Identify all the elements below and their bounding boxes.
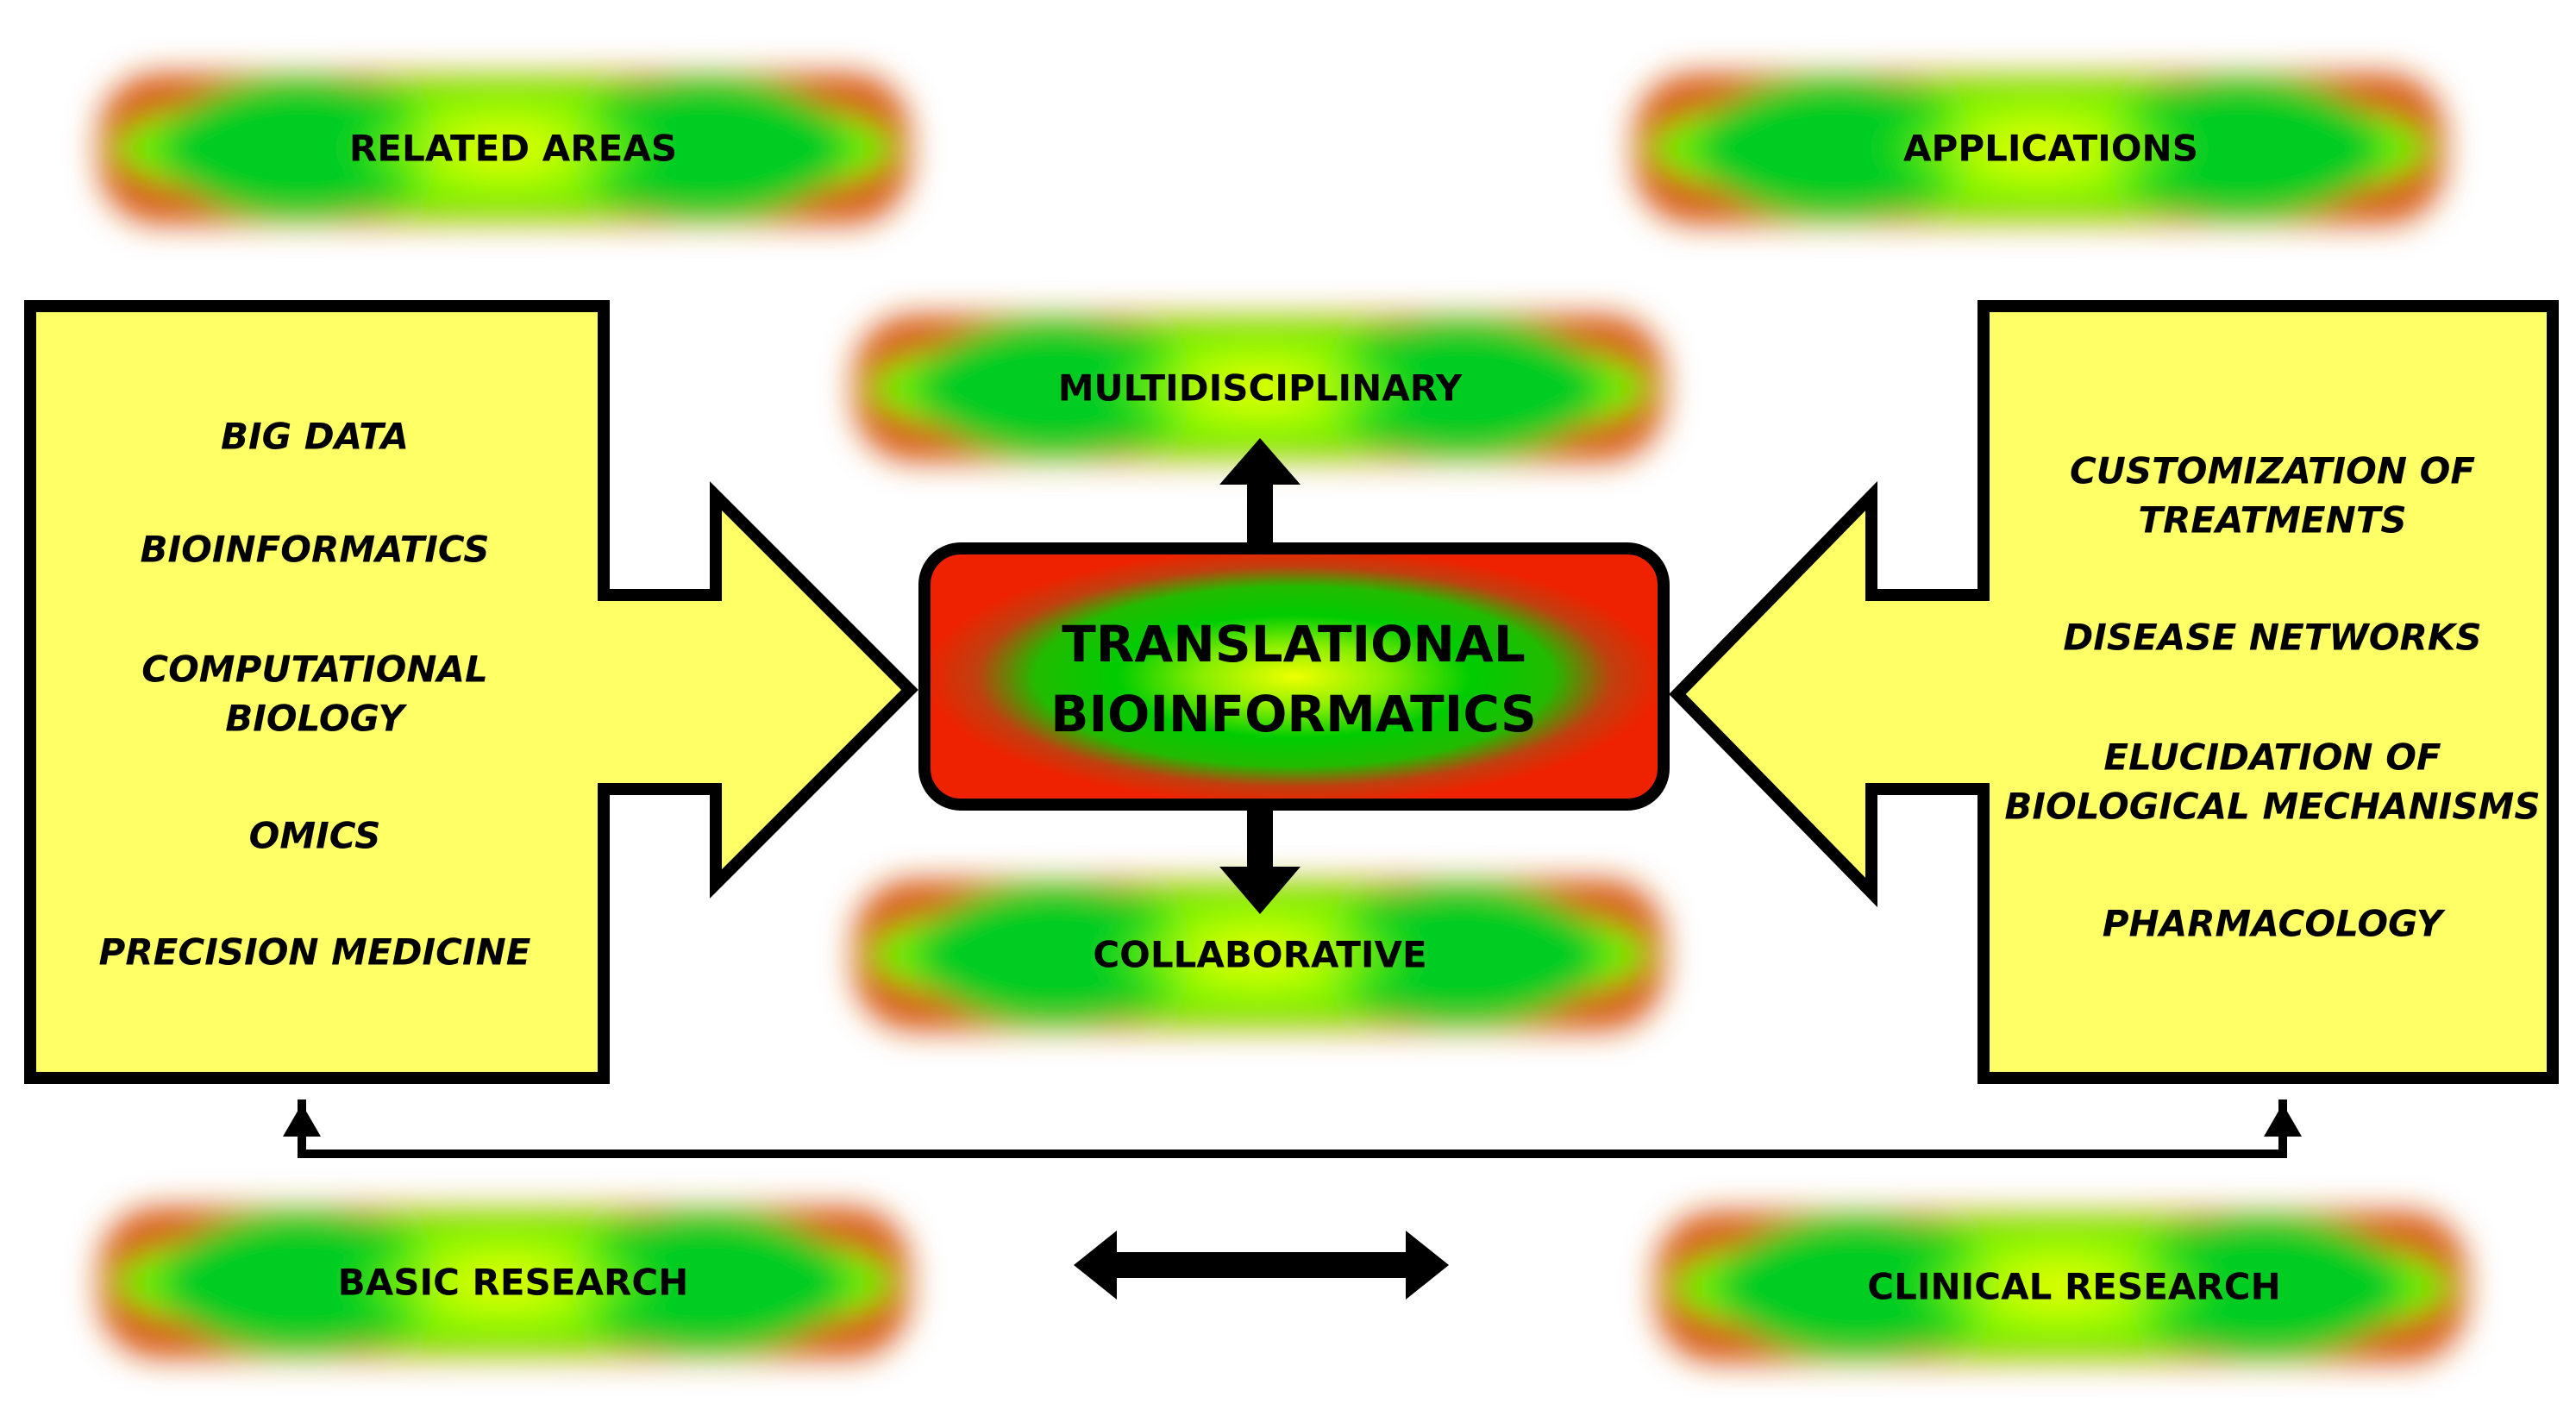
applications-panel [1669,300,2559,1084]
application-item-disease-networks: DISEASE NETWORKS [2063,616,2482,659]
label-related-areas: RELATED AREAS [348,127,678,170]
center-title-line2: BIOINFORMATICS [1050,685,1537,743]
panel-connector [283,1099,2302,1158]
application-item-customization: CUSTOMIZATION OF TREATMENTS [2069,449,2476,541]
label-basic-research: BASIC RESEARCH [337,1261,689,1304]
application-item-pharmacology: PHARMACOLOGY [2102,902,2443,945]
label-collaborative: COLLABORATIVE [1093,933,1427,976]
related-item-precision-medicine: PRECISION MEDICINE [98,930,531,974]
arrow-up-multidisciplinary [1219,438,1301,543]
center-box [918,542,1670,811]
related-item-computational-biology: COMPUTATIONAL BIOLOGY [141,648,488,739]
blob-multidisciplinary [854,315,1664,461]
blob-applications [1634,73,2445,224]
blob-related-areas [99,73,910,224]
related-item-big-data: BIG DATA [221,415,409,458]
label-clinical-research: CLINICAL RESEARCH [1867,1265,2281,1308]
related-areas-panel [24,300,918,1084]
blob-basic-research [99,1207,910,1358]
label-multidisciplinary: MULTIDISCIPLINARY [1057,366,1463,410]
blob-clinical-research [1656,1212,2466,1362]
related-item-omics: OMICS [248,814,381,857]
application-item-elucidation: ELUCIDATION OF BIOLOGICAL MECHANISMS [2004,736,2541,827]
related-item-bioinformatics: BIOINFORMATICS [140,528,490,571]
center-title: TRANSLATIONAL BIOINFORMATICS [1050,610,1536,749]
blob-collaborative [854,880,1664,1030]
arrow-down-collaborative [1219,806,1301,914]
double-arrow-research [1074,1231,1449,1300]
center-title-line1: TRANSLATIONAL [1062,614,1526,673]
label-applications: APPLICATIONS [1903,127,2198,170]
